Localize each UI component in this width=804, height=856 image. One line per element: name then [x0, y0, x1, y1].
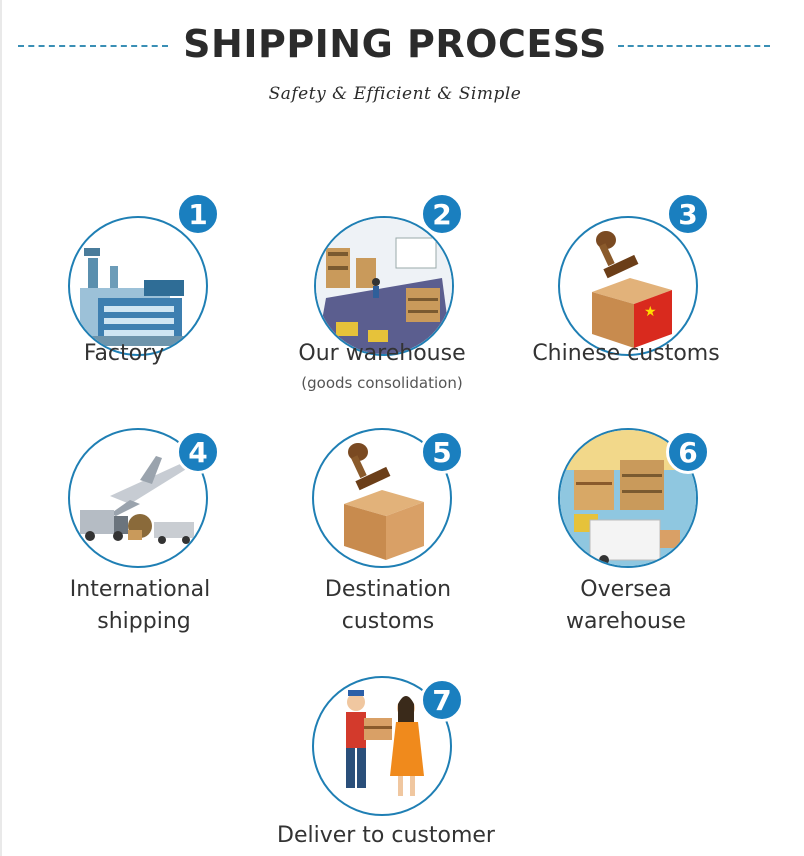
step-number-badge: 1 [176, 192, 220, 236]
step-label: customs [341, 609, 435, 634]
step-chinese-customs: ★ 3 Chinese customs [506, 190, 746, 380]
step-number-badge: 4 [176, 430, 220, 474]
warehouse-icon [316, 218, 452, 354]
step-label: International [69, 577, 211, 602]
step-destination-customs: 5 Destination customs [268, 428, 508, 638]
step-label: Our warehouse [298, 341, 466, 366]
delivery-people-icon [346, 690, 424, 796]
step-international-shipping: 4 International shipping [20, 428, 260, 638]
step-label: Factory [83, 341, 165, 366]
page-subtitle: Safety & Efficient & Simple [268, 84, 522, 104]
step-our-warehouse: 2 Our warehouse (goods consolidation) [262, 190, 502, 400]
step-circle [558, 428, 698, 568]
step-circle [68, 216, 208, 356]
step-number-badge: 3 [666, 192, 710, 236]
step-number-badge: 2 [420, 192, 464, 236]
step-circle [312, 676, 452, 816]
step-label: Oversea [580, 577, 672, 602]
stamp-box-icon [344, 443, 424, 560]
dashed-divider-left [18, 45, 168, 47]
step-label: shipping [97, 609, 191, 634]
step-deliver-to-customer: 7 Deliver to customer [266, 676, 506, 856]
svg-text:★: ★ [644, 304, 657, 320]
step-number-badge: 6 [666, 430, 710, 474]
page-border [0, 0, 2, 856]
step-label: Destination [324, 577, 452, 602]
step-circle: ★ [558, 216, 698, 356]
step-label: Deliver to customer [277, 823, 495, 848]
step-label: Chinese customs [532, 341, 720, 366]
customs-stamp-box-icon: ★ [592, 231, 672, 348]
step-number-badge: 7 [420, 678, 464, 722]
step-circle [314, 216, 454, 356]
step-factory: 1 Factory [16, 190, 256, 380]
step-oversea-warehouse: 6 Oversea warehouse [506, 428, 746, 638]
airplane-truck-icon [80, 456, 194, 544]
dashed-divider-right [618, 45, 770, 47]
header: SHIPPING PROCESS Safety & Efficient & Si… [0, 0, 804, 120]
step-sublabel: (goods consolidation) [301, 374, 463, 392]
step-label: warehouse [566, 609, 686, 634]
page-title: SHIPPING PROCESS [183, 22, 607, 66]
step-number-badge: 5 [420, 430, 464, 474]
factory-icon [78, 248, 188, 346]
